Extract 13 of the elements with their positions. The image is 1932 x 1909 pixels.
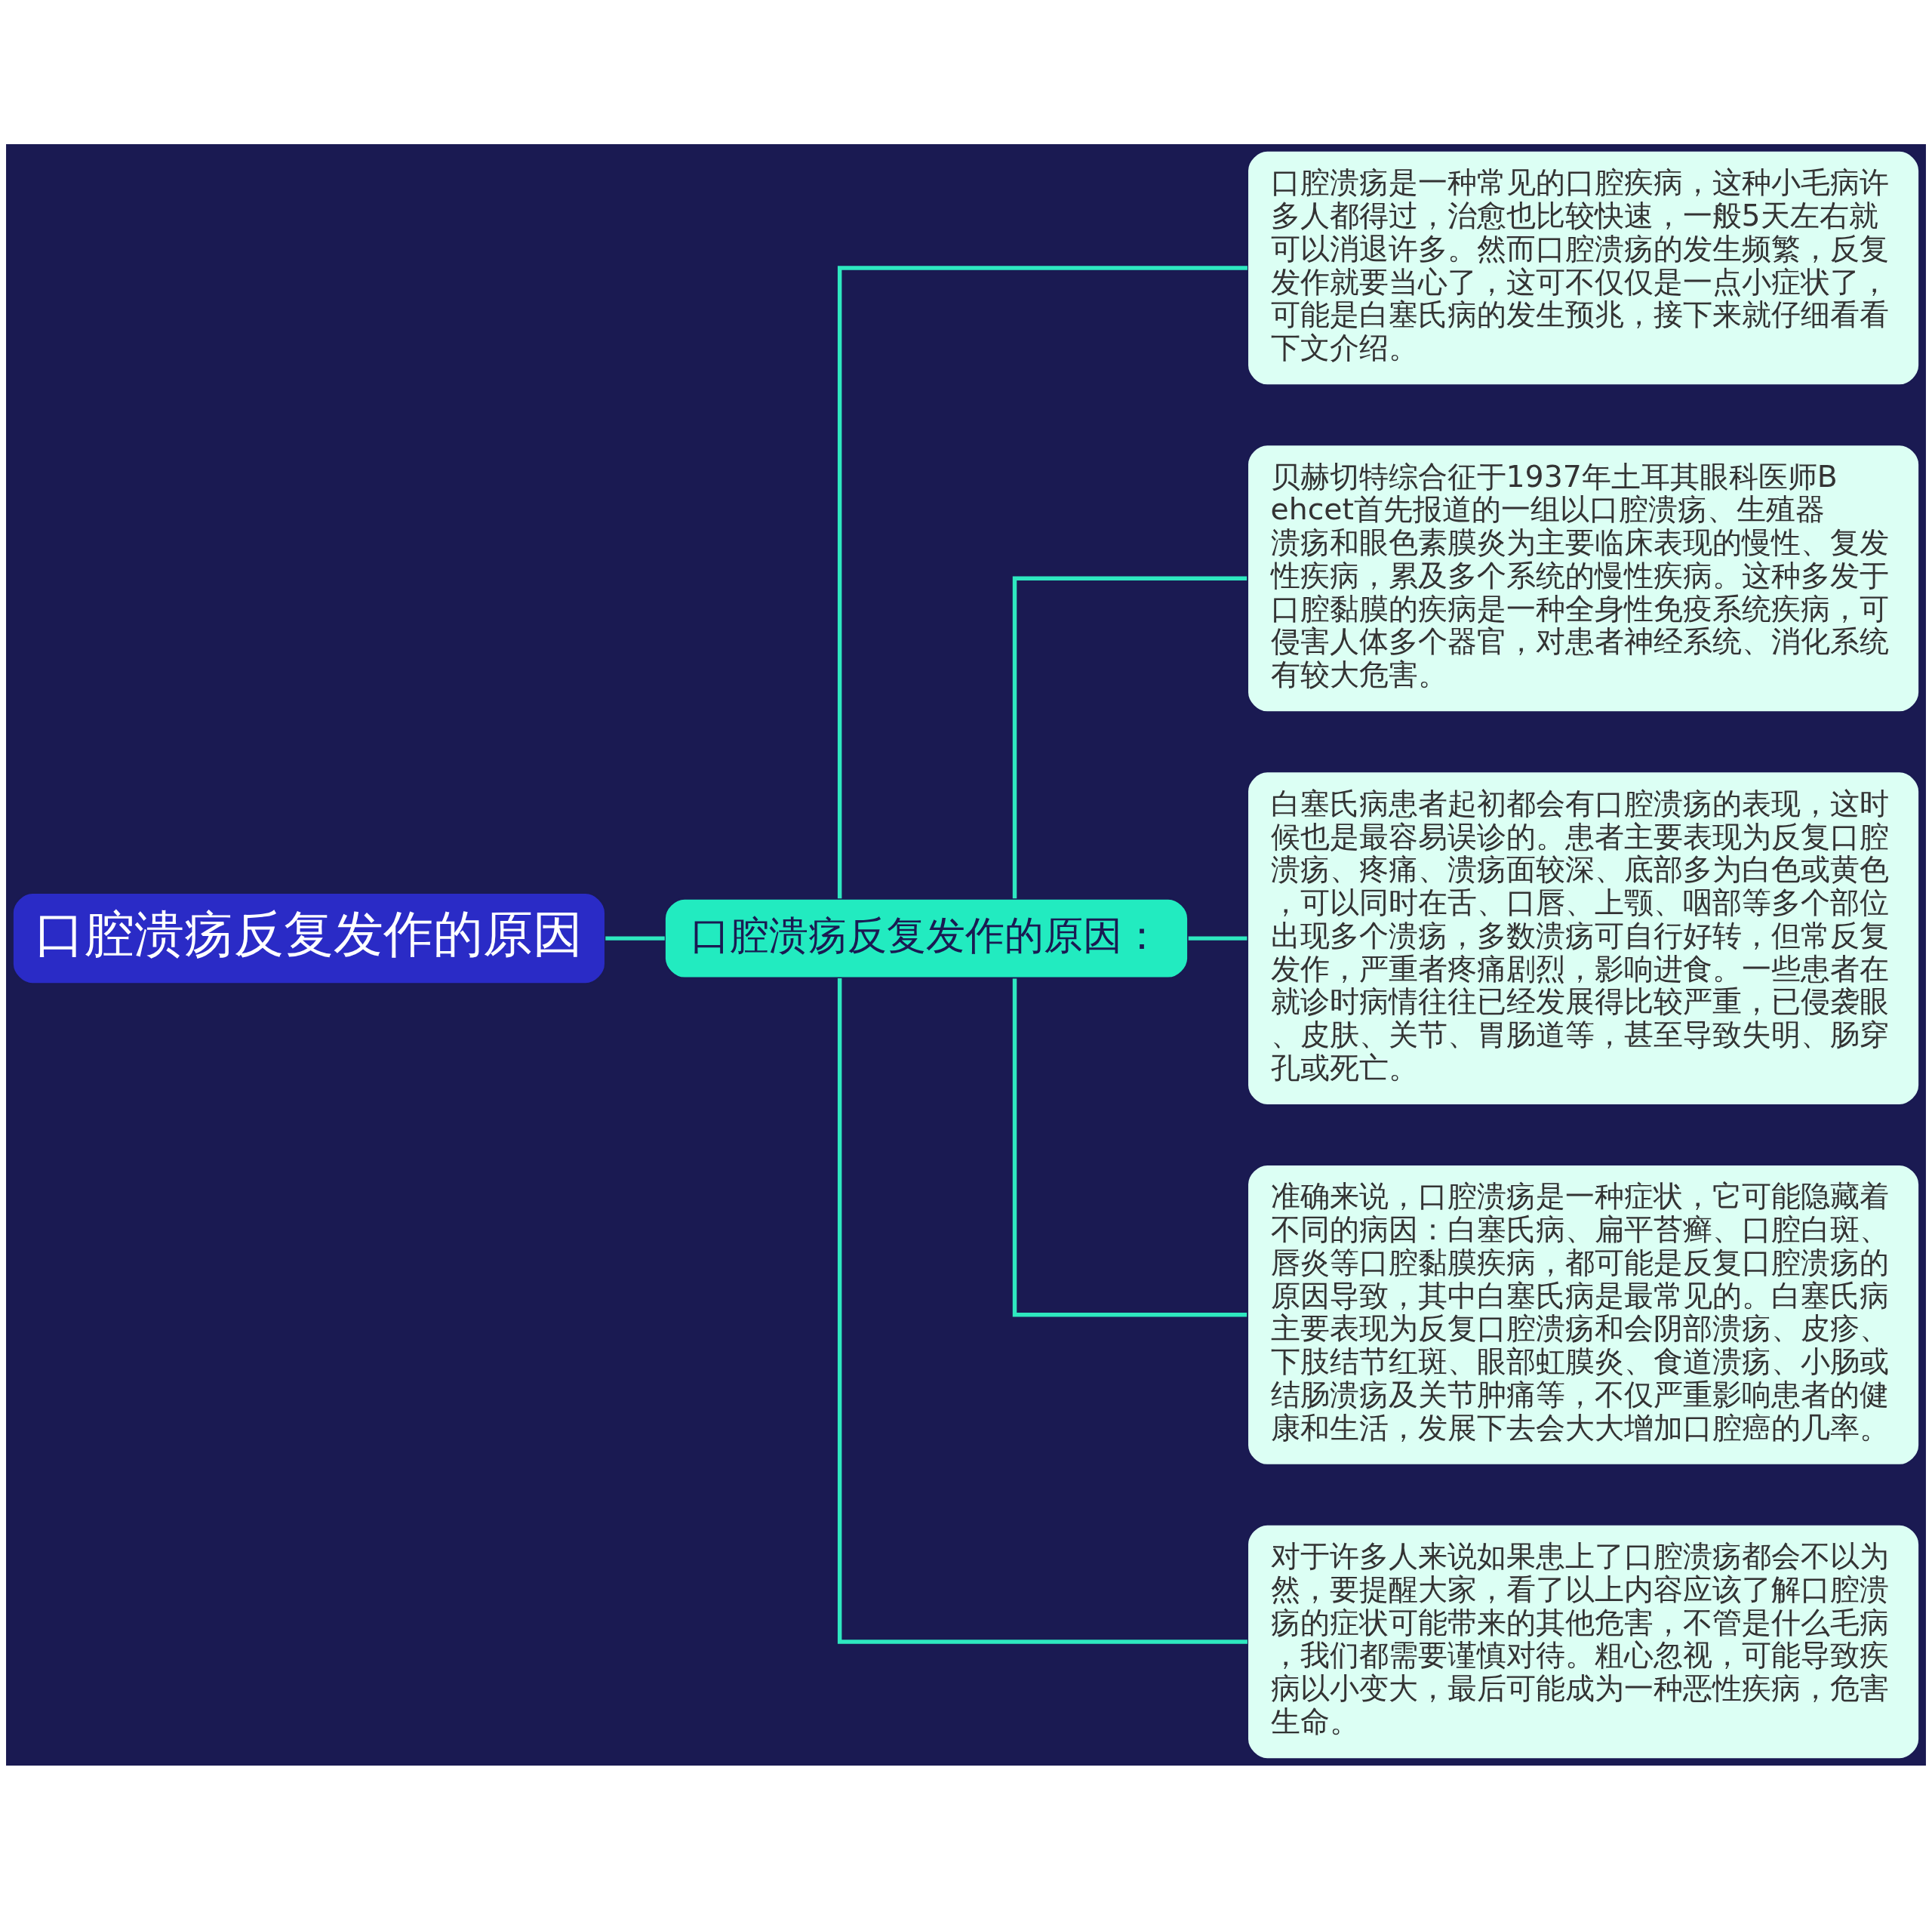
connector — [1188, 935, 1247, 941]
node-box: 准确来说，口腔溃疡是一种症状，它可能隐藏着不同的病因：白塞氏病、扁平苔癣、口腔白斑、唇炎等口腔黏膜疾病，都可能是反复口腔溃疡的原因导致，其中白塞氏病是最常见的。白塞氏病主要表现为反复口腔溃疡和会阴部溃疡、皮疹、下肢结节红斑、眼部虹膜炎、食道溃疡、小肠或结肠溃疡及关节肿痛等，不仅严重影响患者的健康和生活，发展下去会大大增加口腔癌的几率。 — [1246, 1163, 1921, 1466]
node-box: 口腔溃疡反复发作的原因： — [663, 898, 1189, 979]
node-box: 对于许多人来说如果患上了口腔溃疡都会不以为然，要提醒大家，看了以上内容应该了解口腔溃疡的症状可能带来的其他危害，不管是什么毛病，我们都需要谨慎对待。粗心忽视，可能导致疾病以小变大，最后可能成为一种恶性疾病，危害生命。 — [1246, 1523, 1921, 1760]
connector — [605, 935, 665, 941]
node-box: 口腔溃疡是一种常见的口腔疾病，这种小毛病许多人都得过，治愈也比较快速，一般5天左右就可以消退许多。然而口腔溃疡的发生频繁，反复发作就要当心了，这可不仅仅是一点小症状了，可能是白塞氏病的发生预兆，接下来就仔细看看下文介绍。 — [1246, 149, 1921, 386]
node-box: 白塞氏病患者起初都会有口腔溃疡的表现，这时候也是最容易误诊的。患者主要表现为反复口腔溃疡、疼痛、溃疡面较深、底部多为白色或黄色，可以同时在舌、口唇、上颚、咽部等多个部位出现多个溃疡，多数溃疡可自行好转，但常反复发作，严重者疼痛剧烈，影响进食。一些患者在就诊时病情往往已经发展得比较严重，已侵袭眼、皮肤、关节、胃肠道等，甚至导致失明、肠穿孔或死亡。 — [1246, 770, 1921, 1106]
connector — [1012, 576, 1247, 898]
node-box: 口腔溃疡反复发作的原因 — [11, 891, 607, 984]
node-box: 贝赫切特综合征于1937年土耳其眼科医师Behcet首先报道的一组以口腔溃疡、生殖器溃疡和眼色素膜炎为主要临床表现的慢性、复发性疾病，累及多个系统的慢性疾病。这种多发于口腔黏膜的疾病是一种全身性免疫系统疾病，可侵害人体多个器官，对患者神经系统、消化系统有较大危害。 — [1246, 443, 1921, 713]
connector — [837, 978, 1247, 1644]
connector — [1012, 978, 1247, 1317]
connector — [837, 265, 1247, 898]
